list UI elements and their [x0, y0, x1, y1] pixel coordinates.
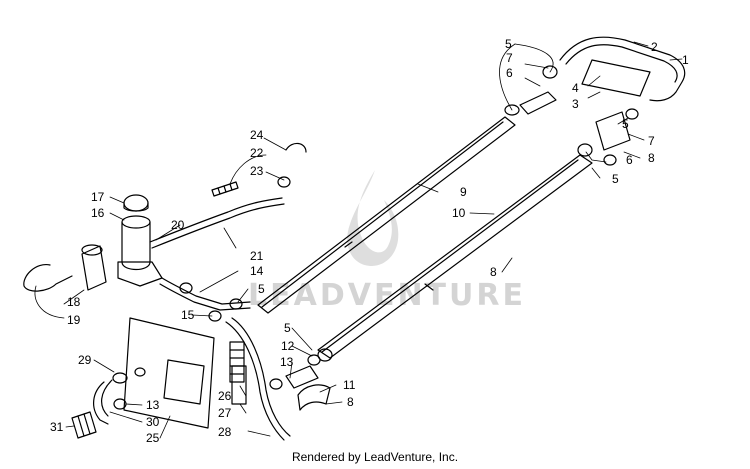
connector-upper-left: [504, 65, 558, 116]
ring-clip: [285, 142, 307, 153]
callout-17: 17: [91, 190, 105, 204]
callout-29: 29: [78, 353, 92, 367]
spring-lower: [71, 411, 97, 439]
hose-lower: [161, 277, 251, 305]
callout-8b: 8: [490, 265, 497, 279]
hose-elbow: [93, 381, 109, 425]
rear-bumper-tube: [559, 36, 686, 102]
callout-19: 19: [67, 313, 81, 327]
connector-lower: [269, 348, 333, 390]
hose-long: [231, 317, 291, 437]
callout-15: 15: [181, 308, 195, 322]
callout-22: 22: [250, 146, 264, 160]
heat-exchanger-panel: [123, 317, 215, 429]
callout-4: 4: [572, 81, 579, 95]
callout-18: 18: [67, 295, 81, 309]
clamp-small: [277, 176, 291, 188]
callout-6b: 6: [626, 153, 633, 167]
callout-11: 11: [343, 378, 356, 392]
callout-13b: 13: [146, 398, 160, 412]
rail-lower: [317, 154, 593, 359]
callout-5a: 5: [505, 37, 512, 51]
callout-28: 28: [218, 425, 232, 439]
spring-upper: [211, 181, 239, 197]
callout-16: 16: [91, 206, 105, 220]
callout-30: 30: [146, 415, 160, 429]
callout-24: 24: [250, 128, 264, 142]
callout-26: 26: [218, 389, 232, 403]
callout-27: 27: [218, 406, 232, 420]
callout-10: 10: [452, 206, 466, 220]
strap-part: [23, 264, 73, 292]
clip-part: [297, 384, 331, 411]
callout-23: 23: [250, 164, 264, 178]
leadventure-watermark: LEADVENTURE: [248, 170, 526, 313]
connector-upper-right: [577, 108, 639, 166]
callout-2: 2: [651, 40, 658, 54]
callout-13a: 13: [280, 355, 294, 369]
callout-14: 14: [250, 264, 264, 278]
callout-6a: 6: [506, 66, 513, 80]
callout-25: 25: [146, 431, 160, 445]
callout-12: 12: [281, 339, 295, 353]
callout-7a: 7: [506, 51, 513, 65]
bracket-part: [81, 244, 107, 291]
footer-credit: Rendered by LeadVenture, Inc.: [291, 450, 459, 464]
callout-8a: 8: [648, 151, 655, 165]
callout-labels: 1 2 3 4 5 5 5 5 5 6 6 7 7 8 8 8 9 10 11 …: [50, 37, 689, 445]
callout-20: 20: [171, 218, 185, 232]
flame-logo-icon: [347, 170, 399, 266]
watermark-text: LEADVENTURE: [248, 278, 526, 313]
callout-5b: 5: [622, 117, 629, 131]
callout-8c: 8: [347, 395, 354, 409]
callout-9: 9: [460, 185, 467, 199]
callout-31: 31: [50, 420, 64, 434]
callout-3: 3: [572, 97, 579, 111]
reservoir-assembly: [117, 194, 163, 287]
callout-5e: 5: [284, 321, 291, 335]
callout-7b: 7: [648, 134, 655, 148]
hose-upper: [149, 197, 283, 243]
callout-21: 21: [250, 249, 264, 263]
spring-pair: [229, 341, 247, 405]
leader-lines: [34, 41, 683, 439]
callout-1: 1: [682, 53, 689, 67]
callout-5d: 5: [258, 282, 265, 296]
callout-5c: 5: [612, 172, 619, 186]
rail-upper: [257, 116, 516, 314]
